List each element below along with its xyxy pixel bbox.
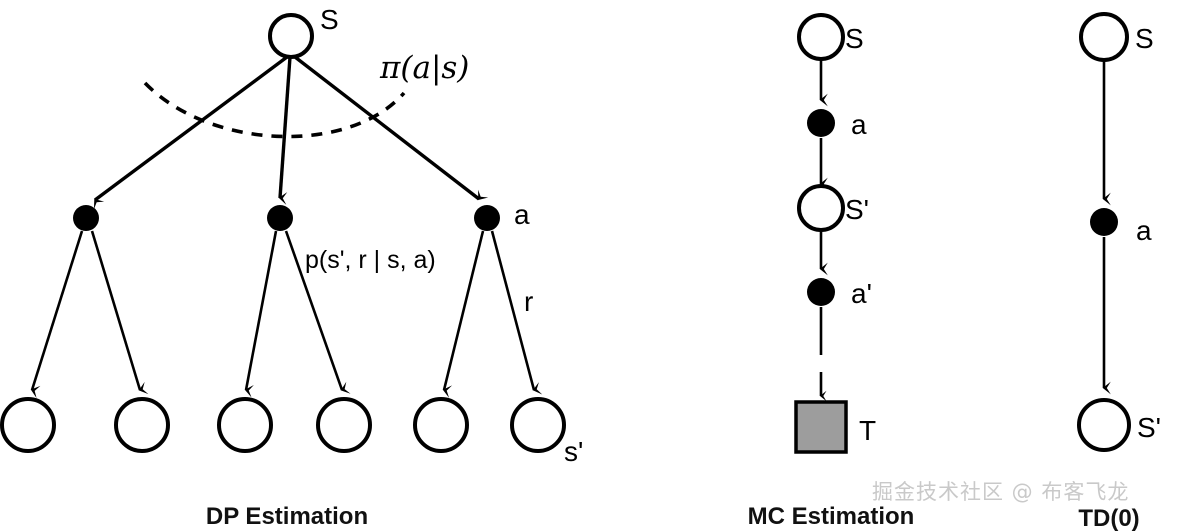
dp-dynamics-label: p(s', r | s, a) [305,246,436,274]
dp-next-state-label: s' [564,436,583,467]
mc-terminal-node[interactable] [794,400,848,454]
td0-caption: TD(0) [1078,505,1139,531]
dp-action-label: a [514,199,530,230]
td0-panel: S a S' TD(0) [1077,12,1161,531]
dp-leaf-state-node-4[interactable] [316,397,372,453]
dp-action-node-1[interactable] [73,205,99,231]
mc-action-label: a [851,109,867,140]
dp-action-node-2[interactable] [267,205,293,231]
td0-state-label: S [1135,23,1154,54]
dp-action-node-3[interactable] [474,205,500,231]
dp-edge-a3-leaf6 [490,230,543,395]
mc-action-node[interactable] [807,109,835,137]
mc-panel: S a S' a' T MC Estimation [748,13,915,530]
mc-terminal-label: T [859,415,876,446]
dp-edge-a1-leaf2 [90,230,149,395]
td0-state-node[interactable] [1079,12,1129,62]
mc-next-action-label: a' [851,278,872,309]
dp-leaf-state-node-2[interactable] [114,397,170,453]
td0-next-state-label: S' [1137,412,1161,443]
mc-next-state-node[interactable] [797,184,845,232]
dp-edge-a2-leaf3 [244,230,278,398]
td0-next-state-node[interactable] [1077,398,1131,452]
dp-edge-root-to-action-3 [293,55,489,201]
dp-reward-label: r [524,286,533,317]
dp-root-state-label: S [320,4,339,35]
dp-leaf-state-node-6[interactable] [510,397,566,453]
mc-state-node[interactable] [797,13,845,61]
dp-edge-root-to-action-1 [93,55,289,210]
mc-next-state-label: S' [845,194,869,225]
dp-edge-a3-leaf5 [442,230,485,398]
mc-caption: MC Estimation [748,503,915,530]
mc-next-action-node[interactable] [807,278,835,306]
dp-leaf-state-node-1[interactable] [0,397,56,453]
mc-state-label: S [845,23,864,54]
dp-edge-a1-leaf1 [30,230,84,399]
dp-edge-root-to-action-2 [278,56,292,205]
dp-panel: S π(a|s) a p(s', r | s, a) r s' DP Estim… [0,4,583,530]
dp-policy-arc [143,81,406,139]
dp-caption: DP Estimation [206,503,368,530]
dp-policy-label: π(a|s) [379,50,469,86]
dp-root-state-node[interactable] [268,13,314,59]
td0-action-node[interactable] [1090,208,1118,236]
dp-leaf-state-node-5[interactable] [413,397,469,453]
dp-leaf-state-node-3[interactable] [217,397,273,453]
td0-action-label: a [1136,215,1152,246]
dp-edge-a2-leaf4 [284,230,351,394]
